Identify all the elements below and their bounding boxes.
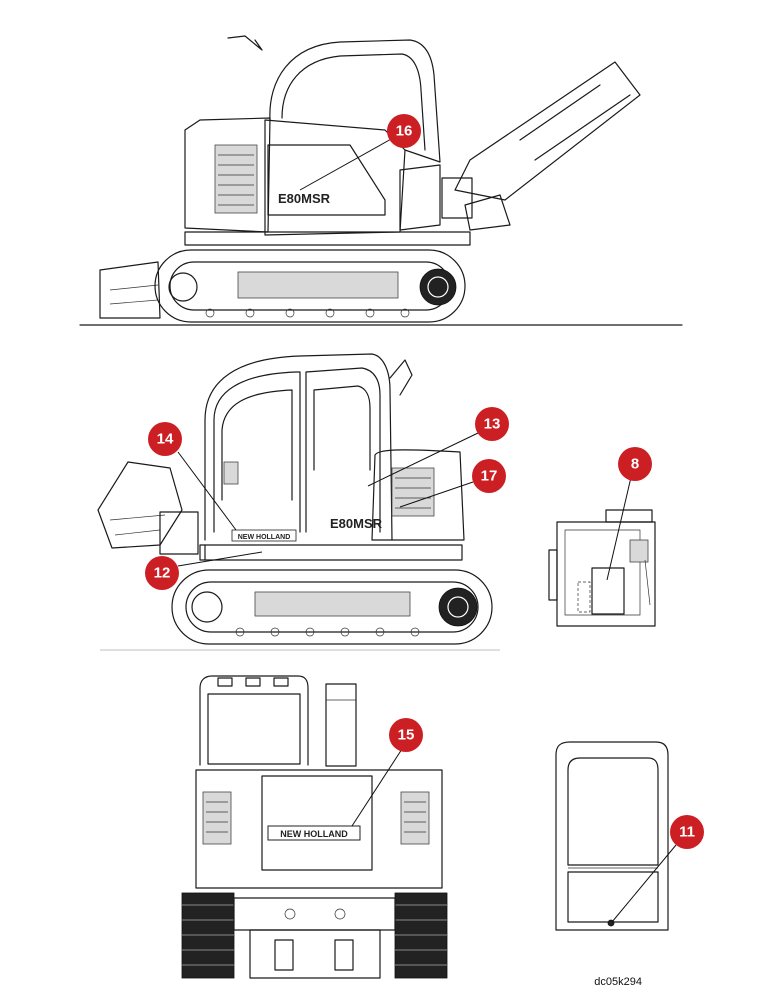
svg-text:8: 8 bbox=[631, 456, 639, 473]
callout-13: 13 bbox=[475, 407, 509, 441]
callout-16: 16 bbox=[387, 114, 421, 148]
svg-text:15: 15 bbox=[398, 727, 415, 744]
brand-decal-side: NEW HOLLAND bbox=[238, 534, 291, 541]
svg-text:16: 16 bbox=[396, 123, 413, 140]
callout-8: 8 bbox=[618, 447, 652, 481]
svg-text:11: 11 bbox=[679, 824, 695, 841]
cab-window-detail-view bbox=[555, 741, 669, 931]
callout-leaders bbox=[177, 137, 677, 923]
svg-text:17: 17 bbox=[481, 468, 498, 485]
callout-12: 12 bbox=[145, 556, 179, 590]
callout-14: 14 bbox=[148, 422, 182, 456]
model-decal-top: E80MSR bbox=[278, 191, 331, 206]
callout-17: 17 bbox=[472, 459, 506, 493]
excavator-right-side-view: E80MSR bbox=[79, 35, 683, 326]
excavator-left-side-view: E80MSR NEW HOLLAND bbox=[97, 353, 500, 651]
callout-11: 11 bbox=[670, 815, 704, 849]
svg-text:13: 13 bbox=[484, 416, 501, 433]
drawing-reference-code: dc05k294 bbox=[594, 976, 642, 988]
cab-interior-detail-view bbox=[548, 509, 656, 627]
model-decal-mid: E80MSR bbox=[330, 516, 383, 531]
excavator-rear-view: NEW HOLLAND bbox=[181, 675, 448, 979]
svg-text:12: 12 bbox=[154, 565, 171, 582]
svg-text:14: 14 bbox=[157, 431, 174, 448]
callout-15: 15 bbox=[389, 718, 423, 752]
brand-decal-rear: NEW HOLLAND bbox=[280, 829, 348, 839]
